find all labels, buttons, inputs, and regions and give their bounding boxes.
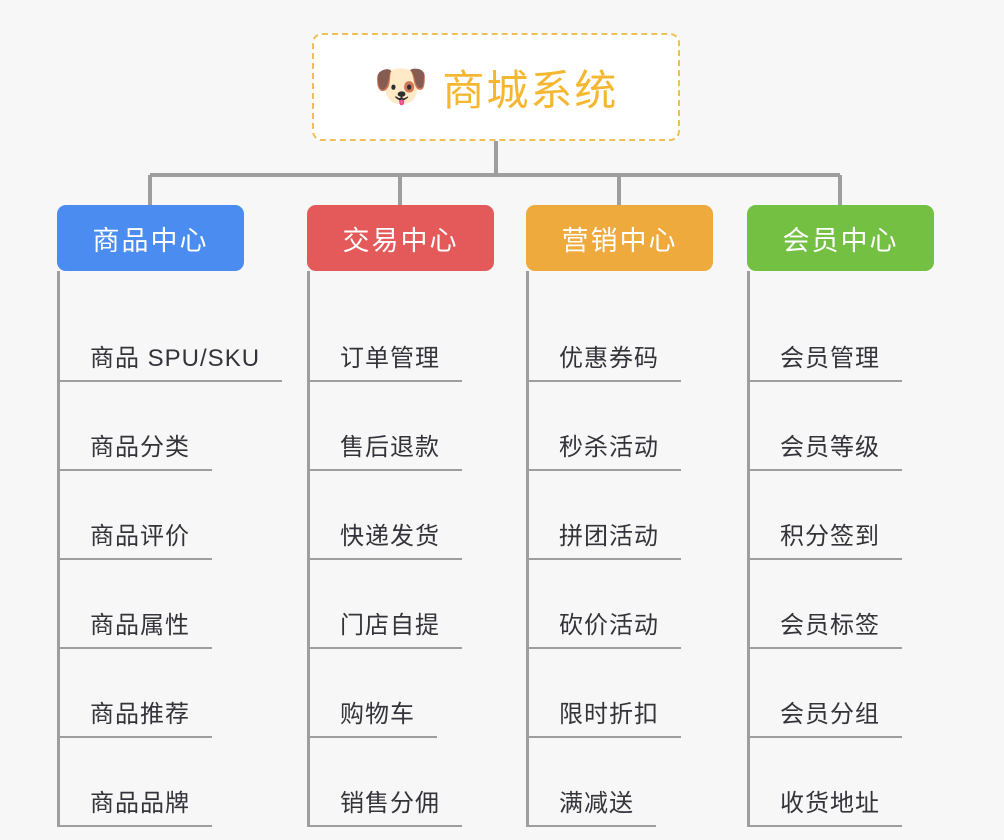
item-label: 拼团活动 — [559, 523, 659, 550]
branch-product-center: 商品中心 商品 SPU/SKU 商品分类 商品评价 商品属性 商品推荐 商品品牌 — [57, 205, 283, 827]
item-label: 会员管理 — [780, 345, 880, 372]
list-item[interactable]: 商品推荐 — [57, 649, 244, 738]
branch-spine — [307, 271, 310, 827]
category-header-marketing-center[interactable]: 营销中心 — [526, 205, 713, 271]
branch-spine — [526, 271, 529, 827]
item-label: 快递发货 — [340, 523, 440, 550]
item-label: 限时折扣 — [559, 701, 659, 728]
category-header-member-center[interactable]: 会员中心 — [747, 205, 934, 271]
list-item[interactable]: 订单管理 — [307, 293, 494, 382]
branch-trade-center: 交易中心 订单管理 售后退款 快递发货 门店自提 购物车 销售分佣 — [307, 205, 494, 827]
list-item[interactable]: 限时折扣 — [526, 649, 713, 738]
list-item[interactable]: 拼团活动 — [526, 471, 713, 560]
list-item[interactable]: 砍价活动 — [526, 560, 713, 649]
item-label: 会员等级 — [780, 434, 880, 461]
list-item[interactable]: 商品分类 — [57, 382, 244, 471]
list-item[interactable]: 门店自提 — [307, 560, 494, 649]
list-item[interactable]: 购物车 — [307, 649, 494, 738]
item-label: 会员标签 — [780, 612, 880, 639]
item-label: 销售分佣 — [340, 790, 440, 817]
list-item[interactable]: 会员等级 — [747, 382, 934, 471]
list-item[interactable]: 商品 SPU/SKU — [57, 293, 283, 382]
item-label: 订单管理 — [340, 345, 440, 372]
category-label: 会员中心 — [782, 225, 899, 256]
category-label: 营销中心 — [561, 225, 678, 256]
branch-member-center: 会员中心 会员管理 会员等级 积分签到 会员标签 会员分组 收货地址 — [747, 205, 934, 827]
item-list-marketing-center: 优惠券码 秒杀活动 拼团活动 砍价活动 限时折扣 满减送 — [526, 271, 713, 827]
shiba-dog-face-icon: 🐶 — [373, 62, 429, 111]
category-label: 交易中心 — [342, 225, 459, 256]
list-item[interactable]: 优惠券码 — [526, 293, 713, 382]
list-item[interactable]: 满减送 — [526, 738, 713, 827]
branch-spine — [747, 271, 750, 827]
list-item[interactable]: 商品评价 — [57, 471, 244, 560]
item-label: 商品 SPU/SKU — [90, 345, 261, 372]
list-item[interactable]: 销售分佣 — [307, 738, 494, 827]
branch-spine — [57, 271, 60, 827]
list-item[interactable]: 会员分组 — [747, 649, 934, 738]
list-item[interactable]: 会员标签 — [747, 560, 934, 649]
category-header-trade-center[interactable]: 交易中心 — [307, 205, 494, 271]
category-header-product-center[interactable]: 商品中心 — [57, 205, 244, 271]
item-label: 门店自提 — [340, 612, 440, 639]
item-label: 满减送 — [559, 790, 634, 817]
list-item[interactable]: 商品品牌 — [57, 738, 244, 827]
item-label: 售后退款 — [340, 434, 440, 461]
list-item[interactable]: 积分签到 — [747, 471, 934, 560]
list-item[interactable]: 秒杀活动 — [526, 382, 713, 471]
item-label: 收货地址 — [780, 790, 880, 817]
item-label: 商品属性 — [90, 612, 190, 639]
list-item[interactable]: 快递发货 — [307, 471, 494, 560]
branch-marketing-center: 营销中心 优惠券码 秒杀活动 拼团活动 砍价活动 限时折扣 满减送 — [526, 205, 713, 827]
item-label: 商品推荐 — [90, 701, 190, 728]
item-list-trade-center: 订单管理 售后退款 快递发货 门店自提 购物车 销售分佣 — [307, 271, 494, 827]
item-label: 会员分组 — [780, 701, 880, 728]
item-label: 购物车 — [340, 701, 415, 728]
item-label: 秒杀活动 — [559, 434, 659, 461]
item-label: 优惠券码 — [559, 345, 659, 372]
category-label: 商品中心 — [92, 225, 209, 256]
item-label: 积分签到 — [780, 523, 880, 550]
item-label: 商品评价 — [90, 523, 190, 550]
list-item[interactable]: 收货地址 — [747, 738, 934, 827]
item-label: 商品分类 — [90, 434, 190, 461]
item-label: 砍价活动 — [559, 612, 659, 639]
root-node[interactable]: 🐶 商城系统 — [312, 33, 680, 141]
item-label: 商品品牌 — [90, 790, 190, 817]
root-title: 商城系统 — [442, 66, 619, 114]
list-item[interactable]: 售后退款 — [307, 382, 494, 471]
list-item[interactable]: 商品属性 — [57, 560, 244, 649]
item-list-member-center: 会员管理 会员等级 积分签到 会员标签 会员分组 收货地址 — [747, 271, 934, 827]
item-list-product-center: 商品 SPU/SKU 商品分类 商品评价 商品属性 商品推荐 商品品牌 — [57, 271, 283, 827]
list-item[interactable]: 会员管理 — [747, 293, 934, 382]
